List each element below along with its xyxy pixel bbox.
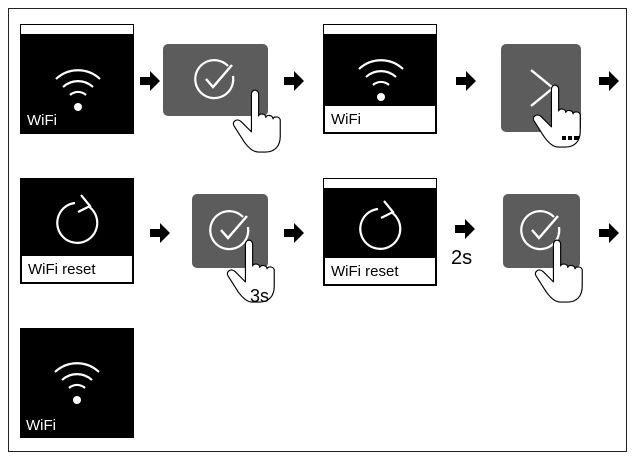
arrow-right-icon	[599, 71, 619, 91]
hand-tap-icon	[534, 239, 583, 303]
arrow-right-icon	[599, 223, 619, 243]
confirm-button[interactable]	[192, 194, 268, 268]
display-top-bar	[20, 24, 134, 35]
arrow-right-icon	[284, 71, 304, 91]
display-label: WiFi	[26, 417, 56, 434]
display-wifi-reset: WiFi reset	[323, 178, 437, 286]
hold-duration-text: 3s	[250, 286, 270, 306]
display-label: WiFi	[27, 112, 57, 129]
arrow-right-icon	[284, 223, 304, 243]
reset-icon	[56, 193, 99, 244]
display-top-bar	[323, 178, 437, 189]
confirm-button[interactable]	[503, 194, 580, 268]
confirm-button[interactable]	[163, 44, 268, 116]
hand-repeated-tap-icon	[532, 84, 581, 148]
arrow-right-icon	[455, 219, 475, 239]
reset-icon	[359, 199, 402, 250]
wait-duration-text: 2s	[451, 247, 473, 269]
display-wifi: WiFi	[20, 24, 134, 134]
display-label: WiFi reset	[324, 258, 436, 285]
display-top-bar	[323, 24, 437, 35]
arrow-right-icon	[456, 71, 476, 91]
diagram-frame	[8, 8, 627, 452]
wifi-icon	[357, 59, 405, 103]
display-wifi-reset: WiFi reset	[20, 178, 134, 284]
display-wifi: WiFi	[323, 24, 437, 134]
arrow-right-icon	[140, 71, 160, 91]
display-label: WiFi reset	[21, 256, 133, 283]
arrow-right-icon	[150, 223, 170, 243]
display-label: WiFi	[324, 106, 436, 133]
display-wifi: WiFi	[20, 328, 134, 438]
hand-tap-icon	[232, 89, 281, 153]
